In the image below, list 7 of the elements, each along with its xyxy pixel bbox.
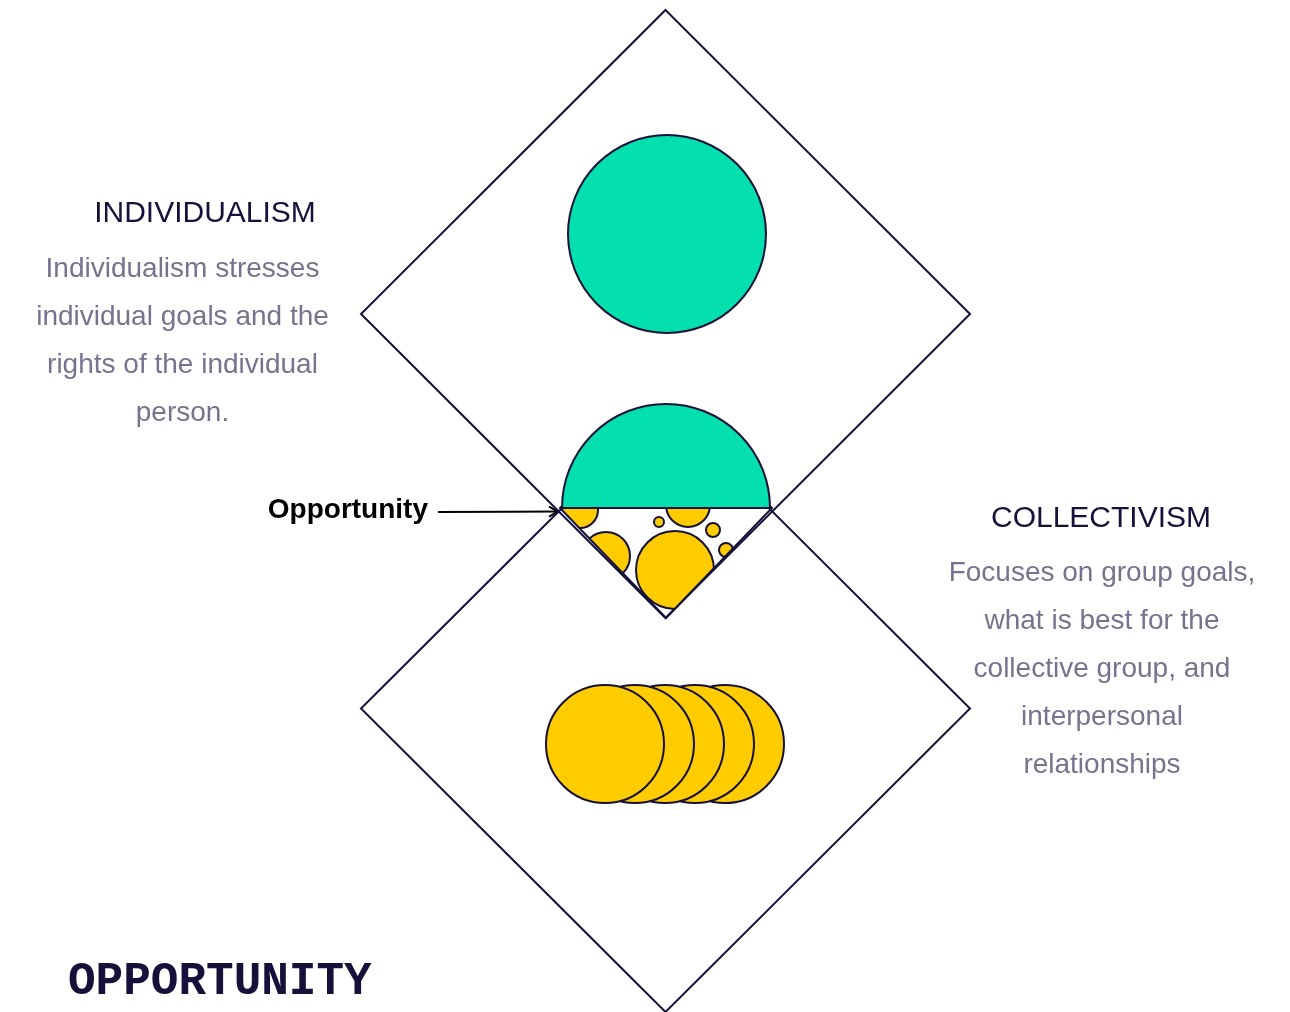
title: OPPORTUNITY: [68, 956, 372, 1008]
description-text: Focuses on group goals, what is best for the collective group, and interpersonal relationships: [947, 555, 1257, 781]
description-text: Individualism stresses individual goals and the rights of the individual person.: [35, 251, 330, 429]
heading: COLLECTIVISM: [989, 500, 1213, 534]
heading: INDIVIDUALISM: [93, 195, 317, 229]
arrow: [437, 505, 559, 518]
callout-label: Opportunity: [266, 492, 428, 526]
